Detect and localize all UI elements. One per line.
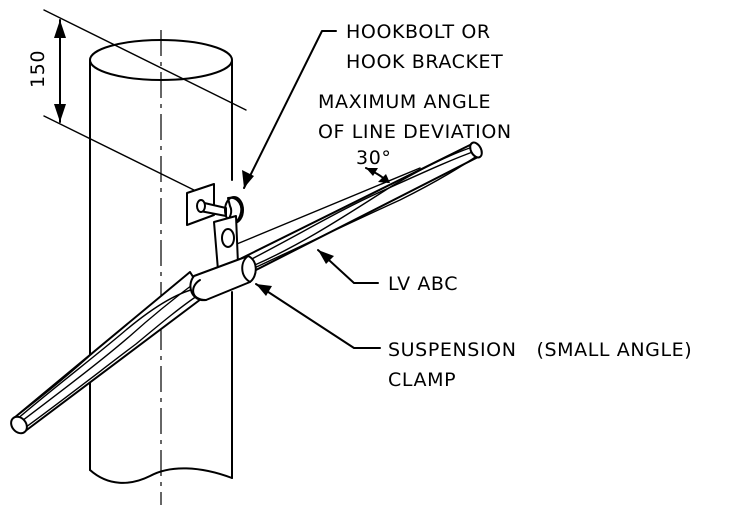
leader-hookbolt	[243, 30, 337, 189]
label-angle-line2: OF LINE DEVIATION	[318, 121, 512, 143]
dimension-arrow-bottom	[54, 104, 66, 122]
cable-left-strand	[13, 349, 97, 419]
dimension-label: 150	[27, 50, 49, 88]
cable-left-strand	[21, 291, 204, 431]
cable-end-right	[469, 141, 483, 159]
pole	[89, 30, 233, 505]
cable-left-strand	[17, 281, 197, 425]
label-cable: LV ABC	[388, 273, 458, 295]
dimension-extension-top	[43, 9, 247, 111]
leader-clamp	[255, 283, 381, 349]
angle-arrow-right	[378, 174, 390, 183]
suspension-clamp	[189, 215, 257, 302]
cable-right-strand	[247, 145, 477, 269]
dimension-150: 150	[27, 9, 247, 194]
label-hookbolt-line2: HOOK BRACKET	[346, 51, 503, 73]
dimension-arrow-top	[54, 20, 66, 38]
cable-left-segment	[10, 271, 206, 435]
dimension-extension-bottom	[43, 115, 201, 194]
clamp-lip	[241, 255, 251, 283]
labels: HOOKBOLT OR HOOK BRACKET MAXIMUM ANGLE O…	[318, 21, 692, 391]
label-hookbolt-line1: HOOKBOLT OR	[346, 21, 491, 43]
leader-clamp-arrow	[256, 284, 272, 296]
angle-arrow-left	[366, 168, 378, 176]
leader-hookbolt-arrow	[242, 170, 254, 188]
cable-end-left	[10, 415, 28, 435]
leader-lines	[242, 30, 381, 349]
cable-right-strand	[245, 149, 479, 263]
cable-left-strand	[15, 287, 200, 421]
clamp-cable-entry	[192, 279, 207, 301]
label-angle-line1: MAXIMUM ANGLE	[318, 91, 491, 113]
angle-deviation-marker	[231, 167, 421, 247]
pole-break-line	[89, 467, 233, 484]
cable-right-strand	[249, 153, 481, 271]
leader-cable	[317, 249, 379, 284]
bolt-head	[196, 199, 206, 213]
leader-cable-arrow	[318, 250, 334, 264]
label-angle-value: 30°	[356, 147, 391, 169]
clamp-link-eye	[221, 228, 235, 248]
label-clamp-line2: CLAMP	[388, 369, 456, 391]
label-clamp-line1: SUSPENSION (SMALL ANGLE)	[388, 339, 692, 361]
